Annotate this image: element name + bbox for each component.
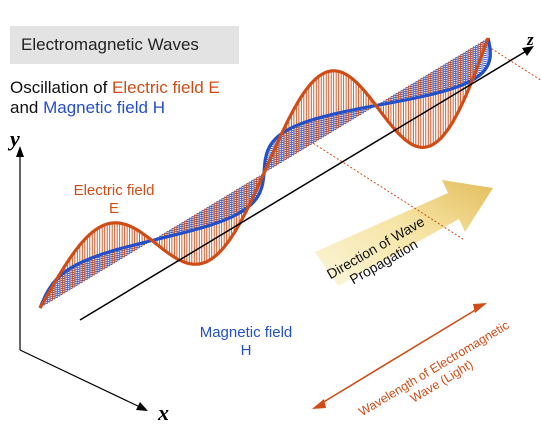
magnetic-hatch-line [63, 272, 90, 279]
z-axis-arrowhead [522, 46, 534, 56]
magnetic-hatch-line [448, 61, 486, 70]
magnetic-hatch-line [54, 280, 78, 286]
wavelength-guide-end [481, 41, 541, 81]
magnetic-hatch-line [94, 256, 118, 262]
propagation-arrow [315, 180, 493, 286]
waves-layer [38, 37, 492, 309]
x-axis-line [19, 349, 143, 409]
wavelength-arrow [312, 303, 487, 409]
magnetic-hatch-line [181, 222, 205, 228]
magnetic-hatch-line [299, 123, 334, 132]
magnetic-hatch-line [463, 52, 491, 59]
magnetic-hatch-line [50, 285, 70, 291]
y-axis-arrowhead [16, 146, 24, 157]
magnetic-hatch-line [266, 153, 289, 159]
title-box: Electromagnetic Waves [10, 26, 239, 64]
subtitle-prefix: Oscillation of [10, 78, 113, 97]
magnetic-hatch-line [56, 278, 80, 285]
x-axis-arrowhead [136, 402, 148, 411]
y-axis-label: y [7, 126, 20, 151]
z-axis-line [79, 49, 529, 321]
subtitle-electric: Electric field E [112, 78, 220, 97]
magnetic-hatch-line [467, 49, 491, 55]
diagram-title: Electromagnetic Waves [21, 35, 199, 54]
x-axis-label: x [157, 400, 169, 425]
magnetic-hatch-line [265, 156, 285, 162]
magnetic-field-label-line2: H [240, 342, 252, 359]
magnetic-hatch-line [78, 263, 105, 270]
magnetic-hatch-line [97, 255, 120, 261]
magnetic-field-label: Magnetic field H [185, 324, 307, 360]
electric-field-label-line2: E [108, 200, 119, 217]
magnetic-hatch-line [418, 79, 456, 88]
electric-wave-curve [38, 37, 490, 309]
magnetic-hatch-line [423, 76, 463, 86]
magnetic-hatch-line [189, 217, 216, 224]
magnetic-hatch-line [275, 138, 309, 147]
electric-field-label: Electric field E [55, 182, 173, 218]
subtitle-connector: and [10, 98, 44, 117]
magnetic-field-label-line1: Magnetic field [199, 324, 293, 341]
magnetic-hatch-line [420, 78, 459, 87]
electric-field-label-line1: Electric field [73, 182, 155, 199]
magnetic-hatch-line [53, 282, 75, 288]
magnetic-hatch-line [455, 57, 489, 65]
wavelength-guides [313, 41, 541, 240]
subtitle-magnetic: Magnetic field H [43, 98, 165, 117]
z-axis-label: z [526, 30, 534, 49]
subtitle: Oscillation of Electric field E and Magn… [10, 78, 220, 118]
wavelength-guide-start [313, 142, 464, 240]
magnetic-hatch-line [65, 270, 93, 277]
